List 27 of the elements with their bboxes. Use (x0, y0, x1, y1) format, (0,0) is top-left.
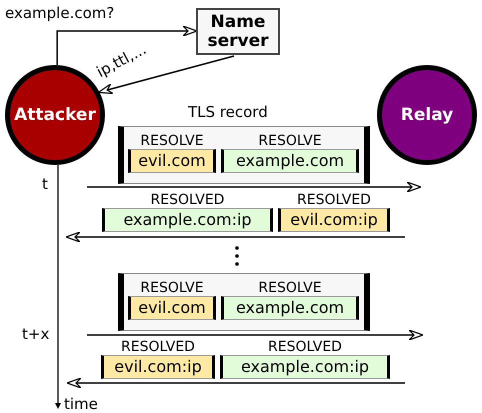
message-type: RESOLVE (139, 280, 205, 296)
record-panel (118, 273, 370, 331)
arrow (98, 55, 234, 94)
record-title: TLS record (188, 104, 268, 121)
time-label: time (64, 396, 98, 413)
domain-field: evil.com (128, 296, 216, 320)
record-panel (118, 126, 370, 184)
message-type: RESOLVE (257, 133, 323, 149)
message-type: RESOLVE (257, 280, 323, 296)
domain-field: evil.com:ip (101, 355, 215, 379)
time-label: t (42, 176, 48, 193)
domain-field: example.com:ip (220, 355, 390, 379)
message-type: RESOLVE (139, 133, 205, 149)
arrow (56, 25, 198, 66)
domain-field: example.com (221, 296, 359, 320)
message-type: RESOLVED (150, 192, 226, 208)
edge-label: example.com? (5, 5, 114, 22)
server-box: Name server (196, 8, 280, 55)
message-type: RESOLVED (120, 339, 196, 355)
message-type: RESOLVED (296, 192, 372, 208)
domain-field: example.com:ip (102, 208, 273, 232)
domain-field: evil.com (128, 149, 216, 173)
relay-circle: Relay (377, 65, 477, 165)
domain-field: example.com (221, 149, 359, 173)
time-label: t+x (22, 326, 50, 343)
domain-field: evil.com:ip (278, 208, 390, 232)
message-type: RESOLVED (267, 339, 343, 355)
